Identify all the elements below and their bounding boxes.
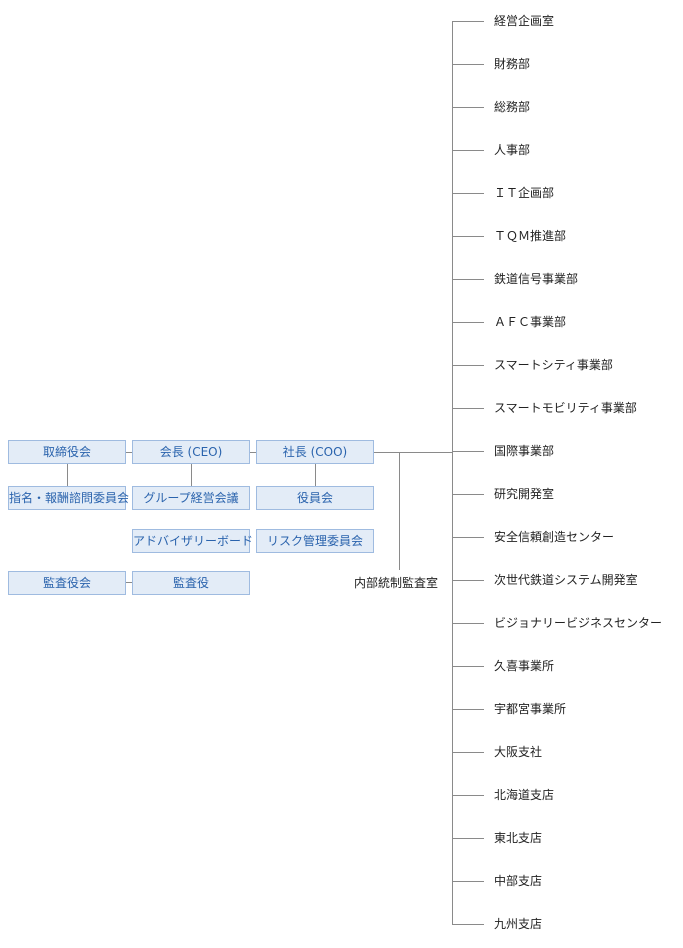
department-label: 財務部 [494,57,531,71]
group-management-council-box: グループ経営会議 [132,486,250,510]
department-label: スマートシティ事業部 [494,358,613,372]
connector-chairman-president [250,452,256,453]
chairman-ceo-box: 会長 (CEO) [132,440,250,464]
department-label: 総務部 [494,100,531,114]
connector-internal-audit [399,452,400,570]
department-label: 経営企画室 [494,14,555,28]
department-label: 国際事業部 [494,444,555,458]
president-coo-box: 社長 (COO) [256,440,374,464]
internal-audit-office-label: 内部統制監査室 [354,576,439,590]
department-branch-line [452,365,484,366]
risk-management-committee-box: リスク管理委員会 [256,529,374,553]
department-branch-line [452,279,484,280]
department-branch-line [452,64,484,65]
department-label: 久喜事業所 [494,659,555,673]
department-label: ＡＦＣ事業部 [494,315,567,329]
connector-chairman-council [191,464,192,486]
connector-board-chairman [126,452,132,453]
department-label: 人事部 [494,143,531,157]
department-label: 東北支店 [494,831,543,845]
connector-audit-board-auditor [126,582,132,583]
department-branch-line [452,408,484,409]
department-label: 鉄道信号事業部 [494,272,579,286]
department-label: 安全信頼創造センター [494,530,615,544]
department-label: 宇都宮事業所 [494,702,567,716]
auditor-box: 監査役 [132,571,250,595]
department-label: ＩＴ企画部 [494,186,555,200]
department-branch-line [452,580,484,581]
department-label: 北海道支店 [494,788,555,802]
department-trunk-line [452,21,453,924]
department-branch-line [452,623,484,624]
department-label: ビジョナリービジネスセンター [494,616,663,630]
department-branch-line [452,193,484,194]
department-label: 次世代鉄道システム開発室 [494,573,638,587]
department-branch-line [452,838,484,839]
department-label: 研究開発室 [494,487,555,501]
department-branch-line [452,107,484,108]
department-label: ＴＱＭ推進部 [494,229,567,243]
department-branch-line [452,795,484,796]
connector-board-nomination [67,464,68,486]
department-branch-line [452,150,484,151]
department-branch-line [452,666,484,667]
nomination-compensation-committee-box: 指名・報酬諮問委員会 [8,486,129,510]
department-branch-line [452,752,484,753]
department-branch-line [452,494,484,495]
department-branch-line [452,537,484,538]
department-branch-line [452,451,484,452]
department-label: 九州支店 [494,917,543,931]
department-branch-line [452,236,484,237]
connector-president-trunk [374,452,453,453]
department-branch-line [452,21,484,22]
audit-board-box: 監査役会 [8,571,126,595]
board-of-directors-box: 取締役会 [8,440,126,464]
department-label: スマートモビリティ事業部 [494,401,637,415]
advisory-board-box: アドバイザリーボード [132,529,253,553]
department-branch-line [452,322,484,323]
department-label: 中部支店 [494,874,543,888]
department-branch-line [452,881,484,882]
department-branch-line [452,924,484,925]
connector-president-officers [315,464,316,486]
officers-meeting-box: 役員会 [256,486,374,510]
department-branch-line [452,709,484,710]
department-label: 大阪支社 [494,745,543,759]
